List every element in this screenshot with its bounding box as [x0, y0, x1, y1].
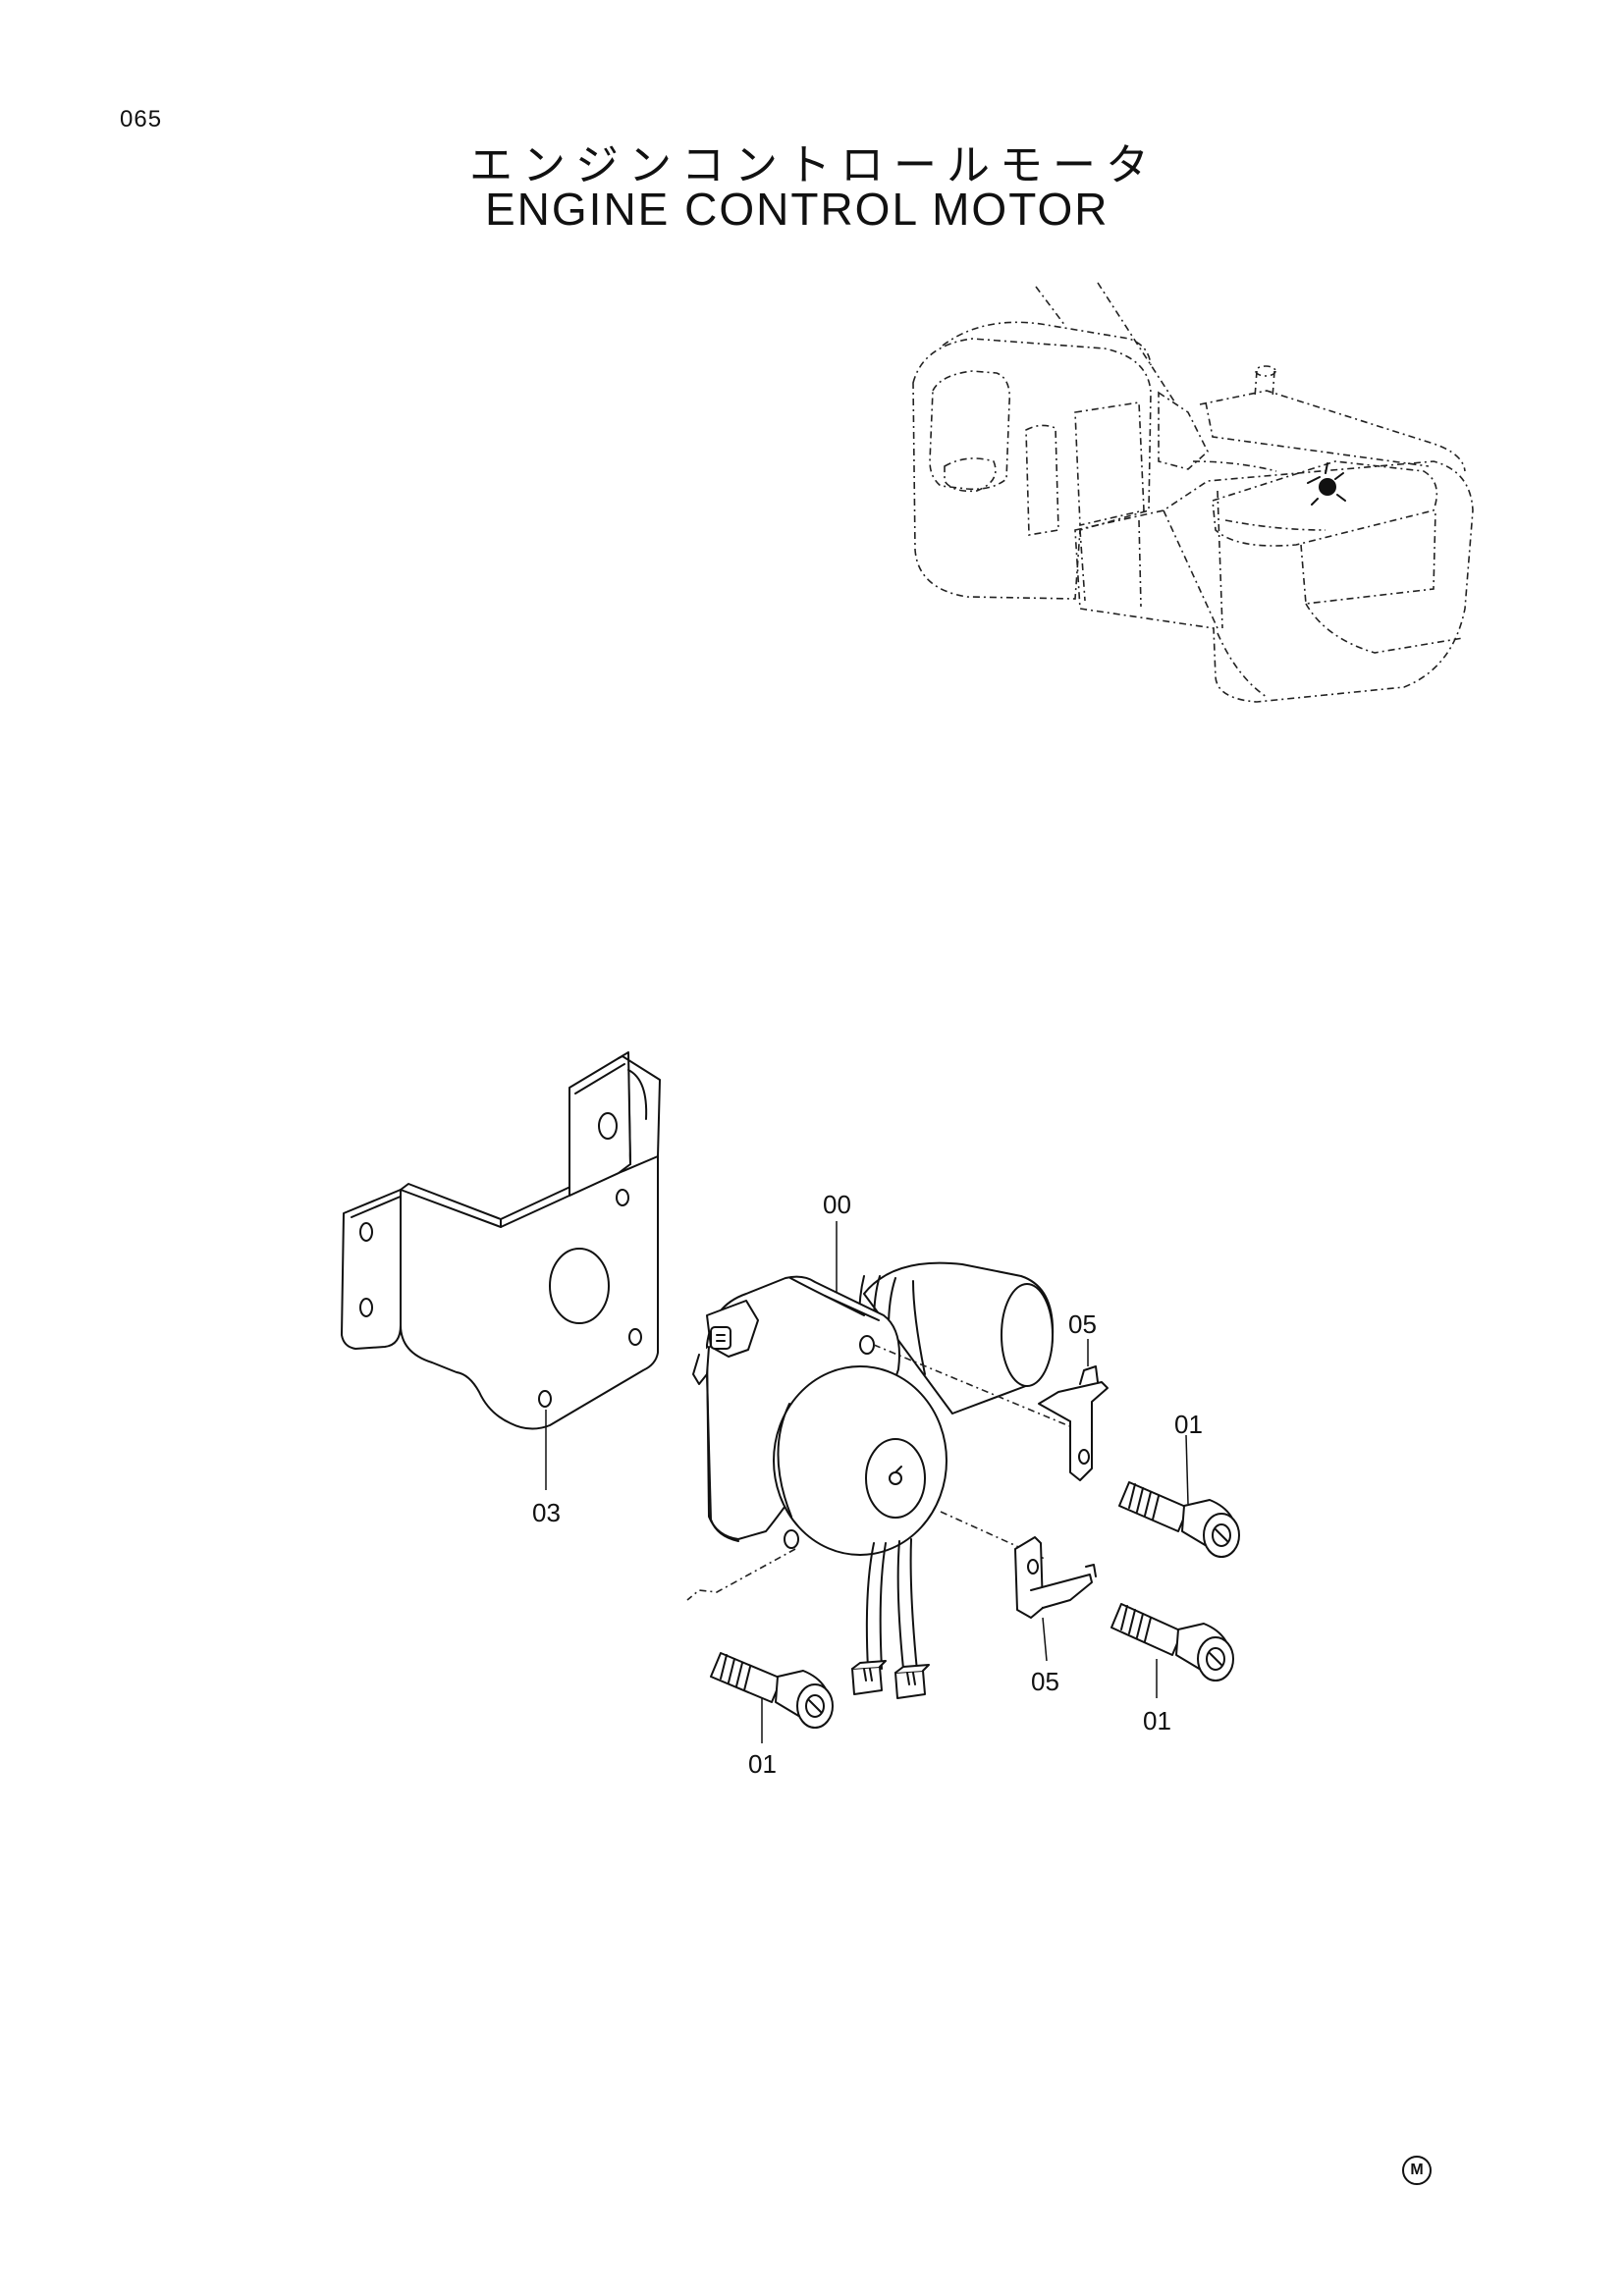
bracket-icon — [341, 1051, 661, 1490]
location-marker-icon — [1307, 462, 1346, 506]
callout-01-upper: 01 — [1174, 1410, 1203, 1439]
callout-00: 00 — [823, 1190, 851, 1219]
callout-05-lower: 05 — [1031, 1667, 1059, 1696]
engine-control-motor-icon — [692, 1221, 1055, 1672]
page-title-japanese: エンジンコントロールモータ — [469, 140, 1159, 190]
connector-icon — [851, 1660, 930, 1699]
excavator-location-icon — [912, 282, 1474, 703]
callout-01-lower-left: 01 — [748, 1749, 777, 1779]
manual-mark-icon: M — [1402, 2156, 1432, 2185]
callout-03: 03 — [532, 1498, 561, 1527]
plate-icon — [1014, 1339, 1109, 1662]
callout-05-upper: 05 — [1068, 1309, 1097, 1339]
page-number: 065 — [120, 106, 163, 133]
callout-01-lower-right: 01 — [1143, 1706, 1171, 1735]
page-title-english: ENGINE CONTROL MOTOR — [485, 184, 1110, 235]
bolt-icon — [710, 1434, 1240, 1743]
